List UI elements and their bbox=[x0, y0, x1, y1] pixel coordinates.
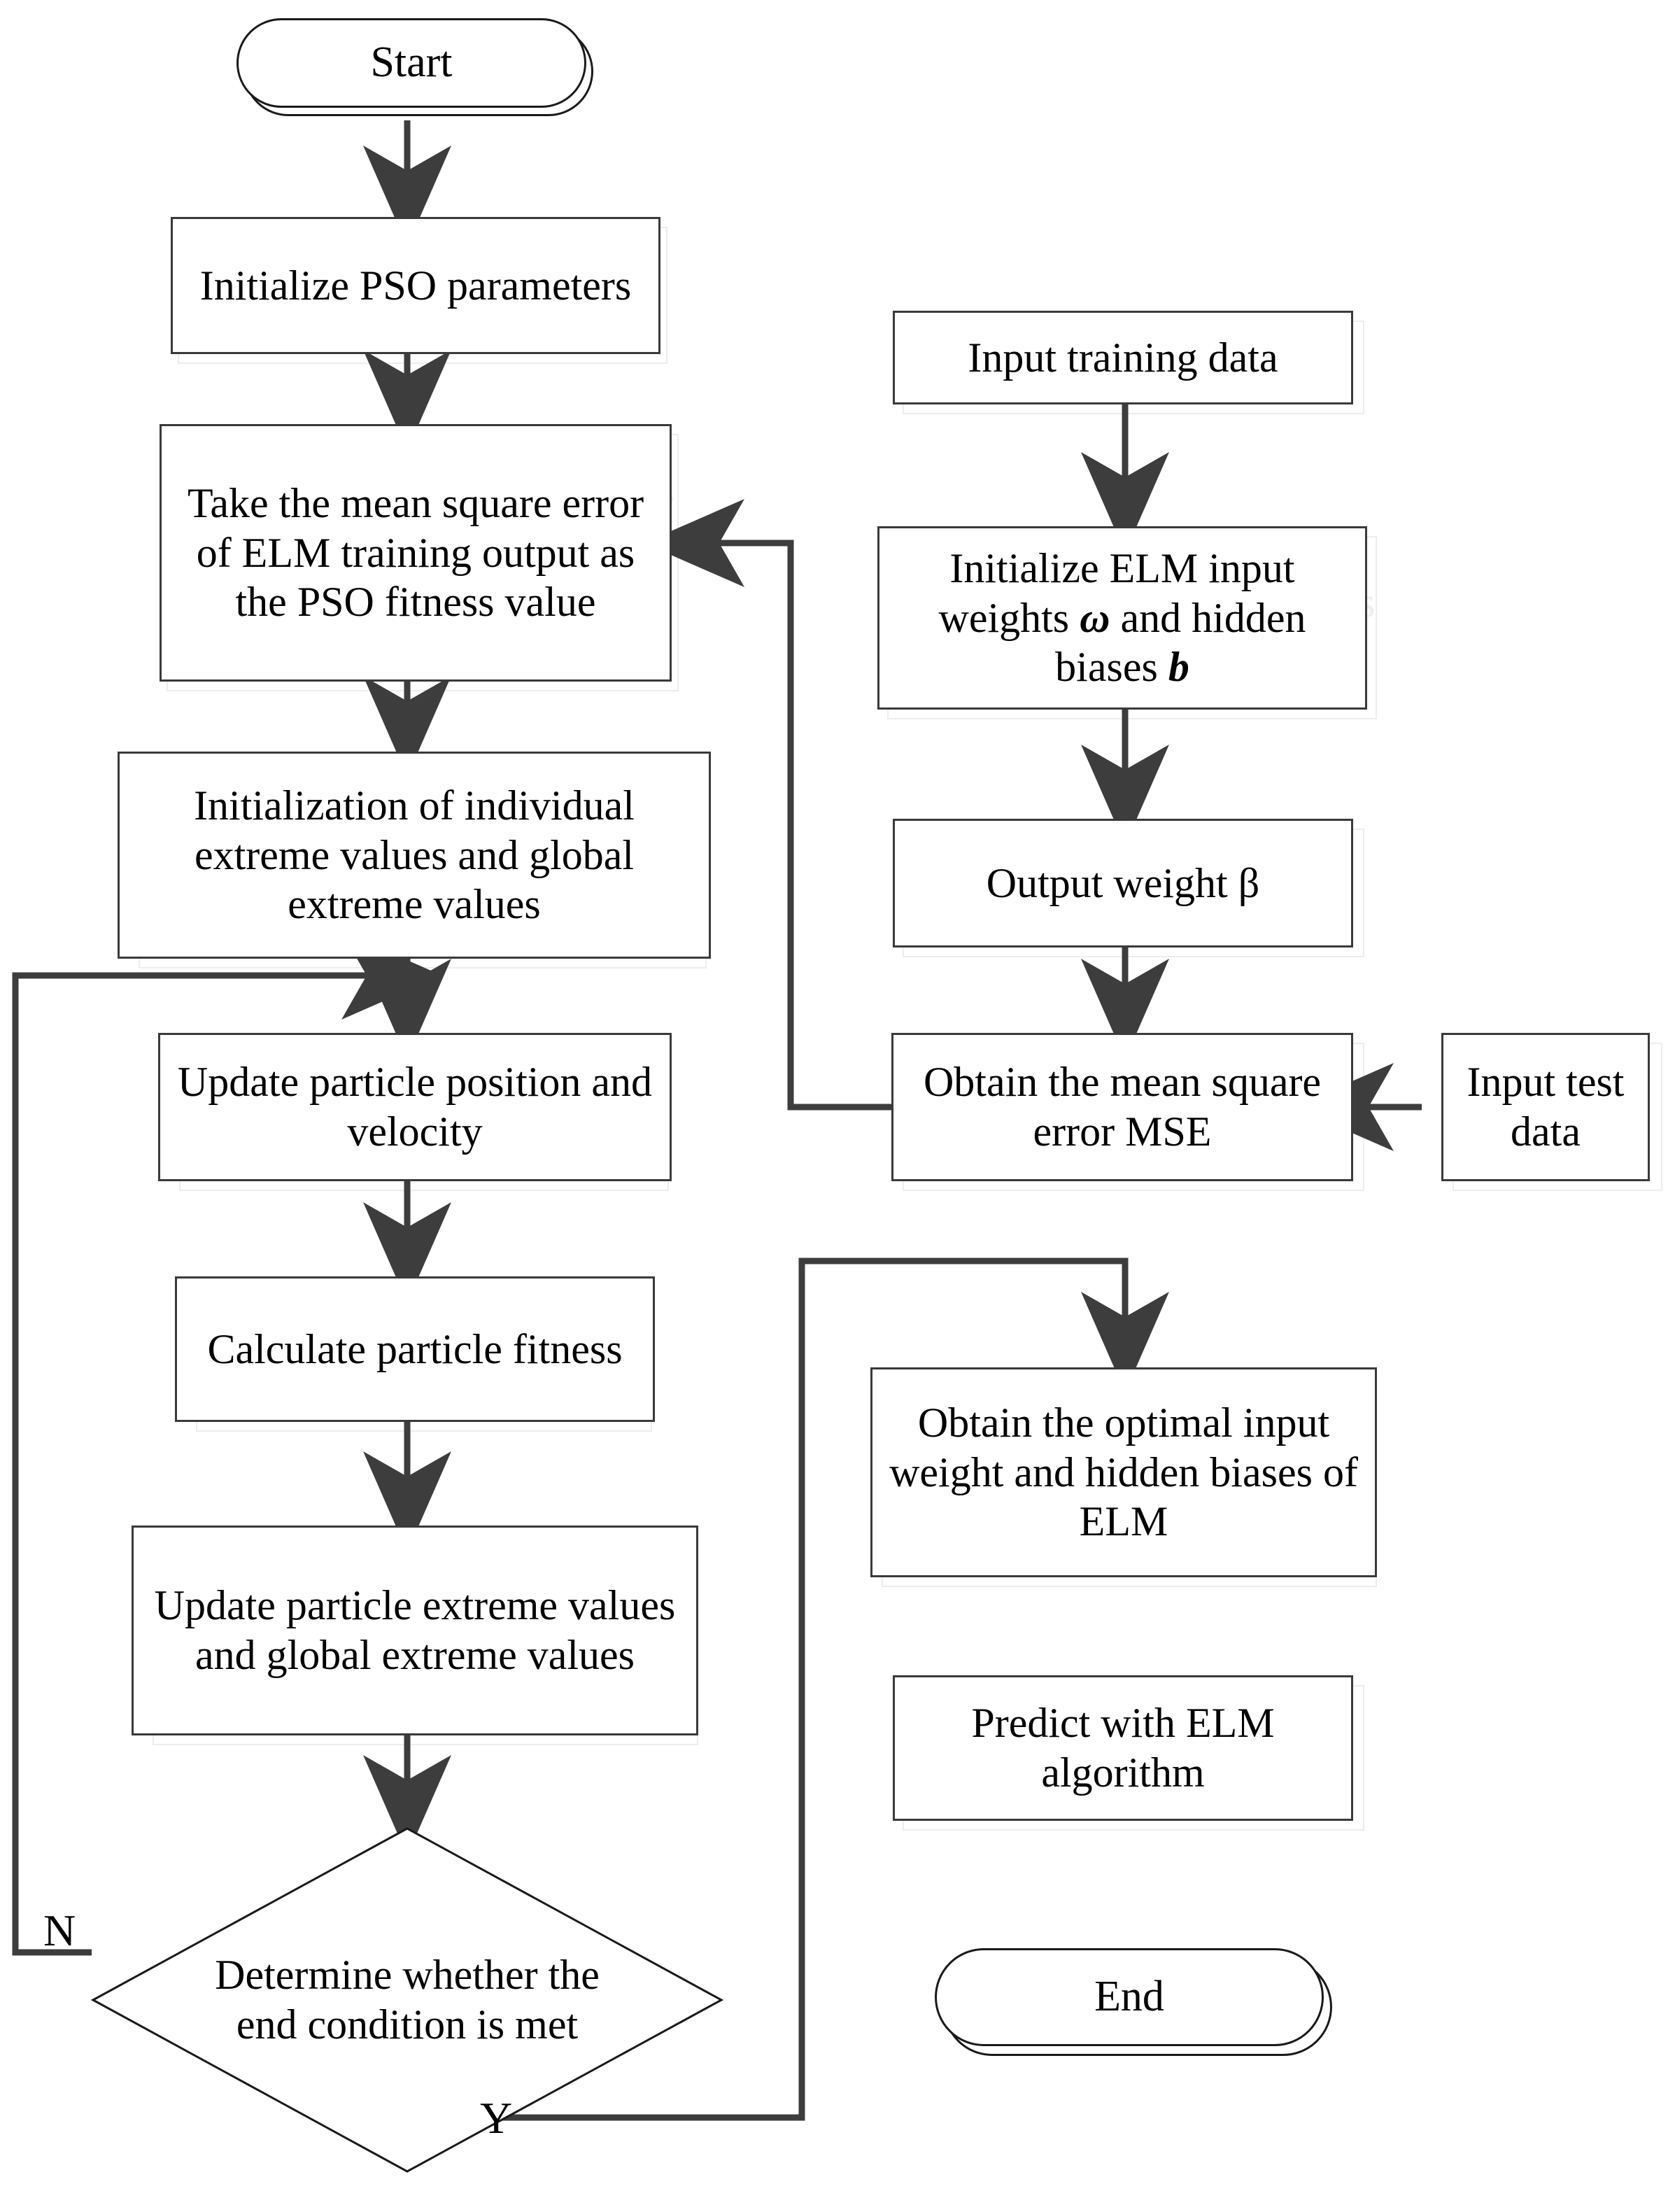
node-end[interactable]: End bbox=[935, 1948, 1324, 2046]
node-fitness-definition[interactable]: Take the mean square error of ELM traini… bbox=[160, 424, 672, 682]
node-output-weight[interactable]: Output weight β bbox=[893, 819, 1353, 948]
node-init-elm-weights[interactable]: Initialize ELM input weights ω and hidde… bbox=[877, 526, 1367, 710]
node-start[interactable]: Start bbox=[236, 18, 586, 108]
node-update-position-label: Update particle position and velocity bbox=[177, 1059, 653, 1155]
node-fitness-definition-label: Take the mean square error of ELM traini… bbox=[187, 479, 644, 626]
node-init-elm-weights-label: Initialize ELM input weights ω and hidde… bbox=[879, 544, 1365, 692]
node-update-extremes[interactable]: Update particle extreme values and globa… bbox=[132, 1526, 698, 1735]
node-input-training-data-label: Input training data bbox=[968, 334, 1278, 381]
edge-decision-no-to-updatepos bbox=[12, 931, 442, 1956]
node-init-pso-label: Initialize PSO parameters bbox=[199, 262, 632, 309]
bias-b-symbol: b bbox=[1168, 644, 1189, 691]
node-input-test-data[interactable]: Input test data bbox=[1441, 1033, 1650, 1181]
node-input-training-data[interactable]: Input training data bbox=[893, 311, 1353, 404]
node-obtain-mse[interactable]: Obtain the mean square error MSE bbox=[891, 1033, 1353, 1181]
branch-label-yes: Y bbox=[480, 2093, 513, 2143]
node-obtain-optimal-params[interactable]: Obtain the optimal input weight and hidd… bbox=[870, 1367, 1377, 1577]
node-update-extremes-label: Update particle extreme values and globa… bbox=[154, 1582, 676, 1678]
init-elm-text-mid: and hidden biases bbox=[1055, 594, 1306, 691]
omega-symbol: ω bbox=[1080, 594, 1110, 641]
node-init-extremes-label: Initialization of individual extreme val… bbox=[194, 782, 635, 928]
node-input-test-data-label: Input test data bbox=[1466, 1059, 1625, 1155]
branch-label-no: N bbox=[43, 1905, 76, 1955]
node-obtain-optimal-params-label: Obtain the optimal input weight and hidd… bbox=[889, 1399, 1358, 1545]
node-decision-label: Determine whether the end condition is m… bbox=[215, 1952, 600, 2048]
node-init-extremes[interactable]: Initialization of individual extreme val… bbox=[118, 752, 711, 959]
edge-obtainmse-to-fitnessdef bbox=[644, 499, 891, 1111]
node-predict-elm[interactable]: Predict with ELM algorithm bbox=[893, 1675, 1353, 1821]
node-output-weight-label: Output weight β bbox=[986, 859, 1260, 906]
node-calc-fitness[interactable]: Calculate particle fitness bbox=[175, 1276, 655, 1422]
node-calc-fitness-label: Calculate particle fitness bbox=[207, 1325, 623, 1372]
node-init-pso[interactable]: Initialize PSO parameters bbox=[171, 217, 660, 354]
node-start-label: Start bbox=[370, 38, 453, 87]
node-decision-end-condition[interactable]: Determine whether the end condition is m… bbox=[91, 1826, 723, 2174]
node-end-label: End bbox=[1094, 1973, 1164, 2021]
node-obtain-mse-label: Obtain the mean square error MSE bbox=[923, 1059, 1322, 1155]
node-predict-elm-label: Predict with ELM algorithm bbox=[971, 1700, 1275, 1796]
node-update-position[interactable]: Update particle position and velocity bbox=[158, 1033, 672, 1181]
